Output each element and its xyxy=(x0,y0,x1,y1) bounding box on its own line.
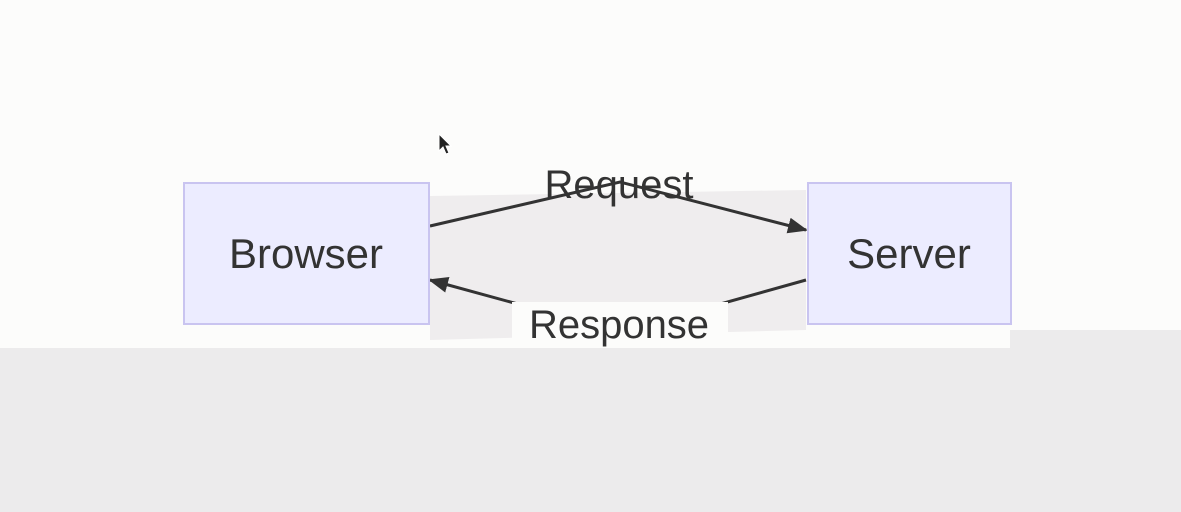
request-arrow xyxy=(429,180,808,234)
edge-request: Request xyxy=(429,163,808,234)
edge-response: Response xyxy=(428,277,807,348)
server-box xyxy=(807,182,1012,325)
request-label: Request xyxy=(545,163,694,207)
browser-label: Browser xyxy=(229,230,383,277)
browser-box xyxy=(183,182,430,325)
mouse-pointer-icon xyxy=(438,132,453,155)
node-browser: Browser xyxy=(183,182,430,325)
response-label: Response xyxy=(529,303,709,347)
node-server: Server xyxy=(807,182,1012,325)
response-label-background xyxy=(512,302,728,348)
server-label: Server xyxy=(847,230,971,277)
